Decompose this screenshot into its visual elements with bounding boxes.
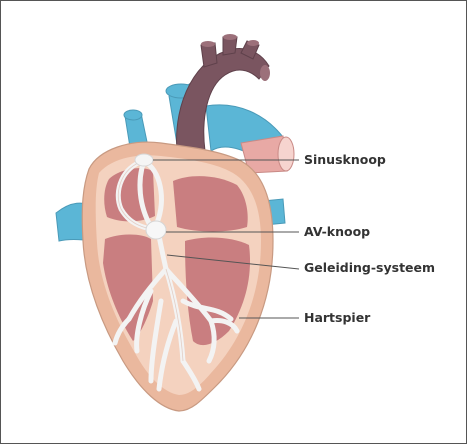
label-sinusknoop: Sinusknoop (304, 152, 386, 167)
av-node (146, 221, 166, 239)
label-av-knoop: AV-knoop (304, 224, 370, 239)
label-geleiding-systeem: Geleiding-systeem (304, 260, 435, 275)
sinus-node (135, 154, 153, 166)
label-hartspier: Hartspier (304, 310, 371, 325)
